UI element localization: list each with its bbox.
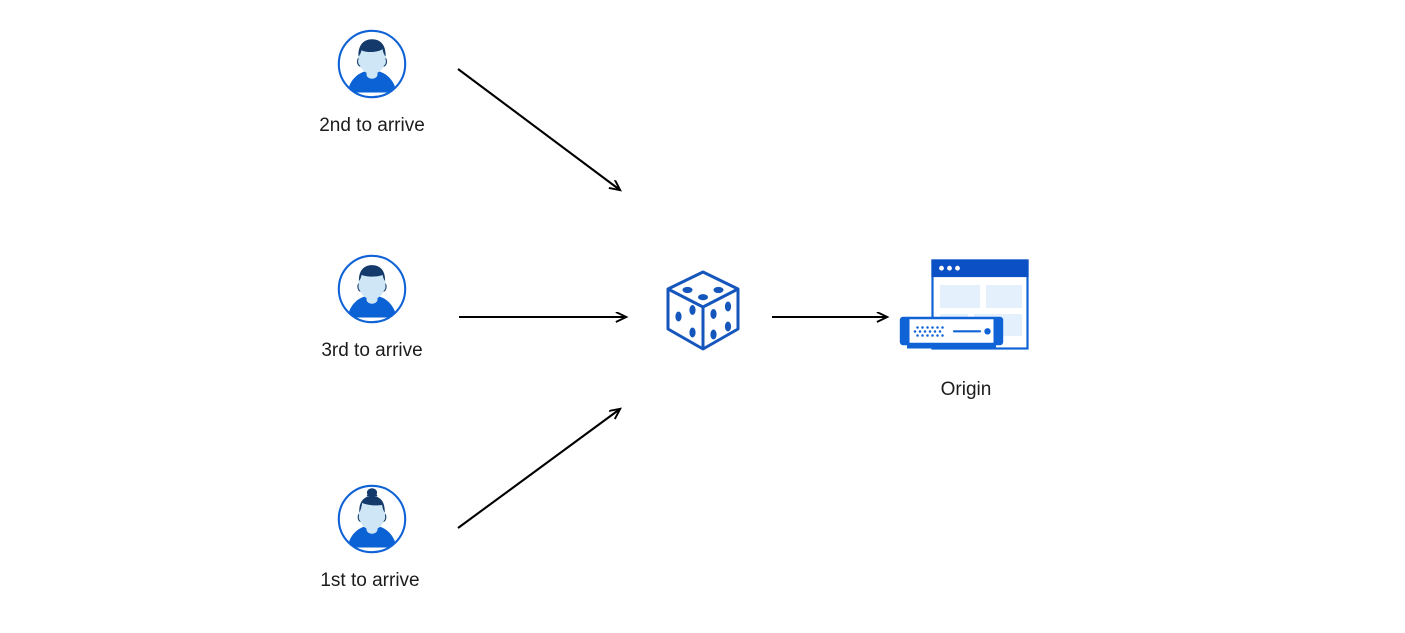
node-dice[interactable] xyxy=(659,267,747,359)
server-appliance-icon xyxy=(899,316,1004,349)
dice-icon xyxy=(666,270,740,351)
node-label-origin: Origin xyxy=(940,379,992,400)
arrow-2nd-to-dice xyxy=(457,68,620,190)
node-visitor-3rd[interactable] xyxy=(336,253,408,325)
node-origin[interactable] xyxy=(896,258,1036,358)
node-visitor-1st[interactable] xyxy=(336,483,408,555)
arrow-1st-to-dice xyxy=(457,409,620,529)
avatar-icon xyxy=(337,254,407,324)
node-visitor-2nd[interactable] xyxy=(336,28,408,100)
avatar-icon xyxy=(337,484,407,554)
node-label-visitor-2nd: 2nd to arrive xyxy=(319,115,425,136)
node-label-visitor-1st: 1st to arrive xyxy=(320,570,420,591)
avatar-icon xyxy=(337,29,407,99)
origin-server-icon xyxy=(899,259,1029,350)
node-label-visitor-3rd: 3rd to arrive xyxy=(321,340,423,361)
